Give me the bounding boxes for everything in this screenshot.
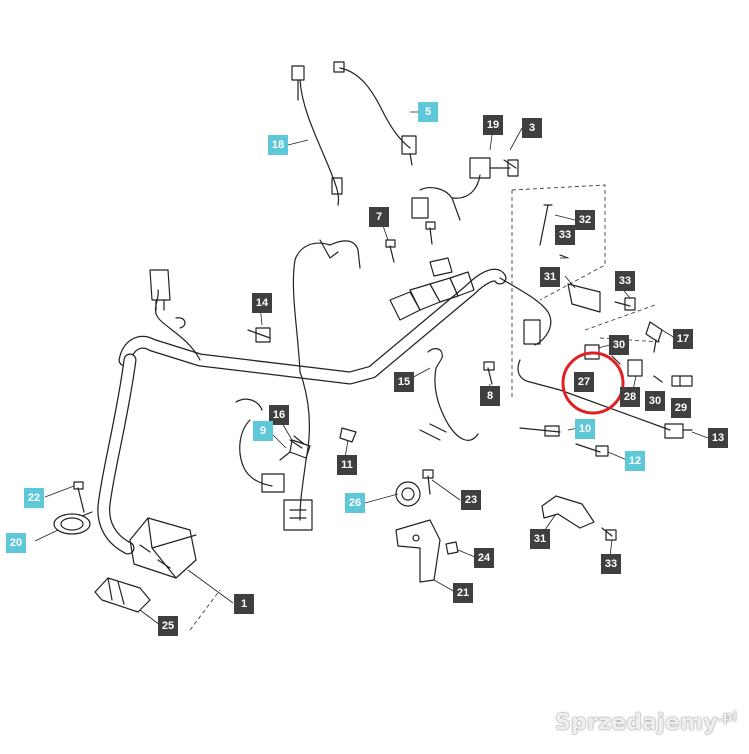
sensor-wire-5 [339,67,411,149]
part-16 [289,439,311,459]
harness-mid-branches [292,242,331,373]
ecu-bracket [94,577,151,613]
callout-33-a: 33 [555,225,575,245]
part-7 [389,227,433,263]
callout-21: 21 [453,583,473,603]
callout-30-b: 30 [645,391,665,411]
callout-23: 23 [461,490,481,510]
callout-12: 12 [625,451,645,471]
callout-26: 26 [345,493,365,513]
callout-3: 3 [522,118,542,138]
callout-33-c: 33 [601,554,621,574]
callout-22: 22 [24,488,44,508]
callout-15: 15 [394,372,414,392]
cable-13 [559,389,671,431]
callout-27: 27 [574,372,594,392]
callout-31-b: 31 [530,529,550,549]
callout-24: 24 [474,548,494,568]
part-11 [339,427,357,443]
ecu-box [129,517,197,579]
callout-11: 11 [337,455,357,475]
bracket-31-top [567,283,601,313]
callout-19: 19 [483,115,503,135]
cable-clamp [53,513,91,535]
part-32 [539,204,549,246]
callout-31-a: 31 [540,267,560,287]
part-3 [503,159,517,169]
part-26 [395,481,421,507]
callout-30-a: 30 [609,335,629,355]
part-27 [584,344,600,360]
callout-10: 10 [575,419,595,439]
part-14 [247,329,271,339]
part-15 [427,348,443,369]
callout-5: 5 [418,102,438,122]
watermark-domain: .pl [717,709,737,725]
left-connector-branch [154,289,201,361]
part-17 [645,321,663,343]
bracket-31-bottom [541,495,595,529]
callout-18: 18 [268,135,288,155]
callout-1: 1 [234,594,254,614]
callout-25: 25 [158,616,178,636]
part-23 [427,475,431,495]
callout-8: 8 [480,386,500,406]
watermark-brand: Sprzedajemy [554,710,718,735]
highlight-circle [561,351,625,415]
watermark: Sprzedajemy.pl [555,710,737,735]
part-28 [627,359,643,377]
callout-13: 13 [708,428,728,448]
callout-7: 7 [369,207,389,227]
trunk-connectors [389,291,421,321]
sensor-10 [519,427,561,433]
callout-32: 32 [575,210,595,230]
callout-20: 20 [6,533,26,553]
bracket-21 [395,519,441,583]
callout-17: 17 [673,329,693,349]
callout-28: 28 [620,387,640,407]
callout-16: 16 [269,405,289,425]
sensor-wire-18 [299,79,340,206]
callout-14: 14 [252,293,272,313]
part-8 [487,367,493,385]
part-29 [671,375,693,387]
right-branch [499,277,552,346]
harness-trunk [118,268,507,385]
harness-top-branch [419,187,461,221]
callout-33-b: 33 [615,271,635,291]
part-24 [445,541,459,555]
callout-9: 9 [253,421,273,441]
callout-29: 29 [671,398,691,418]
